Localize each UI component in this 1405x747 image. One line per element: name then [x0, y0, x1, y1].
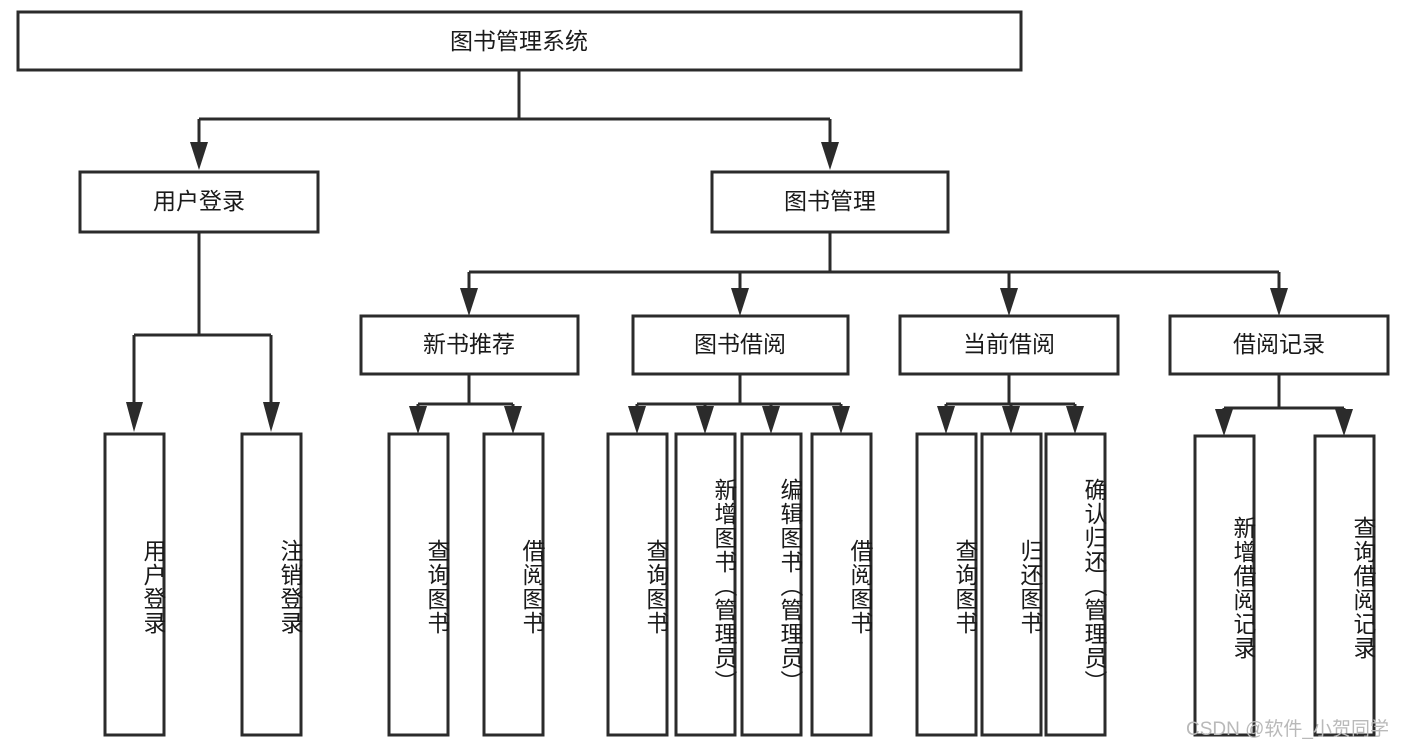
- leaf-box-new-book-1[interactable]: [387, 432, 450, 737]
- leaf-box-user-login-2[interactable]: [240, 432, 303, 737]
- leaf-box-book-borrow-2[interactable]: [674, 432, 737, 737]
- node-root[interactable]: 图书管理系统: [16, 10, 1023, 72]
- node-book-borrow-label: 图书借阅: [694, 331, 786, 357]
- arrow-bookmgmt-level3-4: [1270, 288, 1288, 316]
- connector-group-new-book: [409, 374, 522, 434]
- arrow-userlogin-leaf-1: [126, 402, 143, 432]
- leaf-box-borrow-record-2[interactable]: [1313, 434, 1376, 737]
- arrow-borrowrecord-leaf-1: [1215, 409, 1233, 436]
- node-borrow-record[interactable]: 借阅记录: [1168, 314, 1390, 376]
- leaf-box-current-borrow-1[interactable]: [915, 432, 978, 737]
- node-book-borrow-box[interactable]: [631, 314, 850, 376]
- arrow-userlogin-leaf-2: [263, 402, 280, 432]
- node-new-book-box[interactable]: [359, 314, 580, 376]
- leaf-box-book-borrow-3[interactable]: [740, 432, 803, 737]
- arrow-currentborrow-leaf-3: [1066, 406, 1084, 434]
- connector-group-root: [190, 70, 839, 170]
- node-book-management-label: 图书管理: [784, 188, 876, 214]
- node-book-borrow[interactable]: 图书借阅: [631, 314, 850, 376]
- node-current-borrow-label: 当前借阅: [963, 331, 1055, 357]
- connector-group-user-login: [126, 232, 280, 432]
- leaf-box-book-borrow-4[interactable]: [810, 432, 873, 737]
- node-current-borrow-box[interactable]: [898, 314, 1120, 376]
- arrow-currentborrow-leaf-2: [1002, 406, 1020, 434]
- arrow-bookmgmt-level3-2: [731, 288, 749, 316]
- arrow-root-to-bookmgmt: [821, 142, 839, 170]
- leaf-box-user-login-1[interactable]: [103, 432, 166, 737]
- watermark-text: CSDN @软件_小贺同学: [1186, 719, 1389, 740]
- node-book-management[interactable]: 图书管理: [710, 170, 950, 234]
- node-borrow-record-label: 借阅记录: [1233, 331, 1325, 357]
- node-new-book[interactable]: 新书推荐: [359, 314, 580, 376]
- arrow-bookborrow-leaf-1: [628, 406, 646, 434]
- leaf-box-borrow-record-1[interactable]: [1193, 434, 1256, 737]
- arrow-bookborrow-leaf-3: [762, 406, 780, 434]
- arrow-currentborrow-leaf-1: [937, 406, 955, 434]
- leaf-box-current-borrow-3[interactable]: [1044, 432, 1107, 737]
- node-user-login[interactable]: 用户登录: [78, 170, 320, 234]
- arrow-bookmgmt-level3-3: [1000, 288, 1018, 316]
- arrow-newbook-leaf-1: [409, 406, 427, 434]
- connector-group-book-borrow: [628, 374, 850, 434]
- node-user-login-label: 用户登录: [153, 188, 245, 214]
- node-book-management-box[interactable]: [710, 170, 950, 234]
- leaf-box-new-book-2[interactable]: [482, 432, 545, 737]
- leaf-box-book-borrow-1[interactable]: [606, 432, 669, 737]
- arrow-bookborrow-leaf-4: [832, 406, 850, 434]
- arrow-newbook-leaf-2: [504, 406, 522, 434]
- node-root-box[interactable]: [16, 10, 1023, 72]
- connector-group-current-borrow: [937, 374, 1084, 434]
- node-new-book-label: 新书推荐: [423, 331, 515, 357]
- arrow-root-to-userlogin: [190, 142, 208, 170]
- node-borrow-record-box[interactable]: [1168, 314, 1390, 376]
- connector-group-book-management: [460, 232, 1288, 316]
- node-current-borrow[interactable]: 当前借阅: [898, 314, 1120, 376]
- connector-group-borrow-record: [1215, 374, 1353, 436]
- arrow-bookmgmt-level3-1: [460, 288, 478, 316]
- arrow-borrowrecord-leaf-2: [1335, 409, 1353, 436]
- arrow-bookborrow-leaf-2: [696, 406, 714, 434]
- leaf-box-current-borrow-2[interactable]: [980, 432, 1043, 737]
- node-root-label: 图书管理系统: [450, 28, 588, 54]
